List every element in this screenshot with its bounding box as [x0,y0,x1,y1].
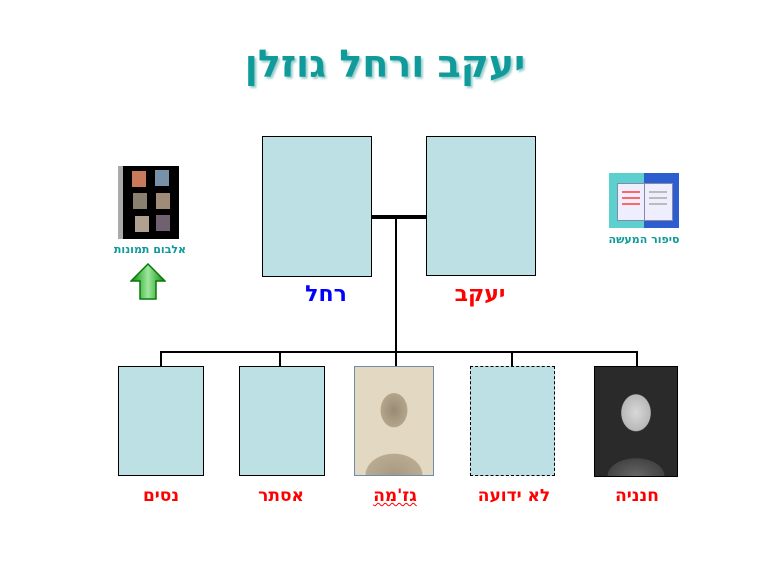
marriage-line [372,215,426,219]
up-arrow-icon[interactable] [130,263,166,301]
rachel-label: רחל [305,282,347,307]
drop-line [279,351,281,366]
unknown-photo-frame[interactable] [470,366,555,476]
album-label[interactable]: אלבום תמונות [113,243,187,256]
yaakov-photo-frame[interactable] [426,136,536,276]
drop-line [395,351,397,366]
nissim-label: נסים [142,486,180,506]
open-book-icon[interactable] [609,173,679,228]
ester-label: אסתר [258,486,304,506]
descent-line [395,217,397,353]
drop-line [160,351,162,366]
drop-line [636,351,638,366]
hananya-label: חנניה [615,486,659,506]
hananya-photo[interactable] [594,366,678,477]
story-label[interactable]: סיפור המעשה [608,233,680,246]
nissim-photo-frame[interactable] [118,366,204,476]
gazma-label: גז'מה [373,486,417,506]
drop-line [511,351,513,366]
gazma-photo[interactable] [354,366,434,476]
unknown-label: לא ידועה [477,486,551,506]
photo-album-icon[interactable] [118,166,179,239]
rachel-photo-frame[interactable] [262,136,372,277]
ester-photo-frame[interactable] [239,366,325,476]
sibling-line [161,351,638,353]
page-title: יעקב ורחל גוזלן [244,42,526,86]
yaakov-label: יעקב [454,282,506,307]
